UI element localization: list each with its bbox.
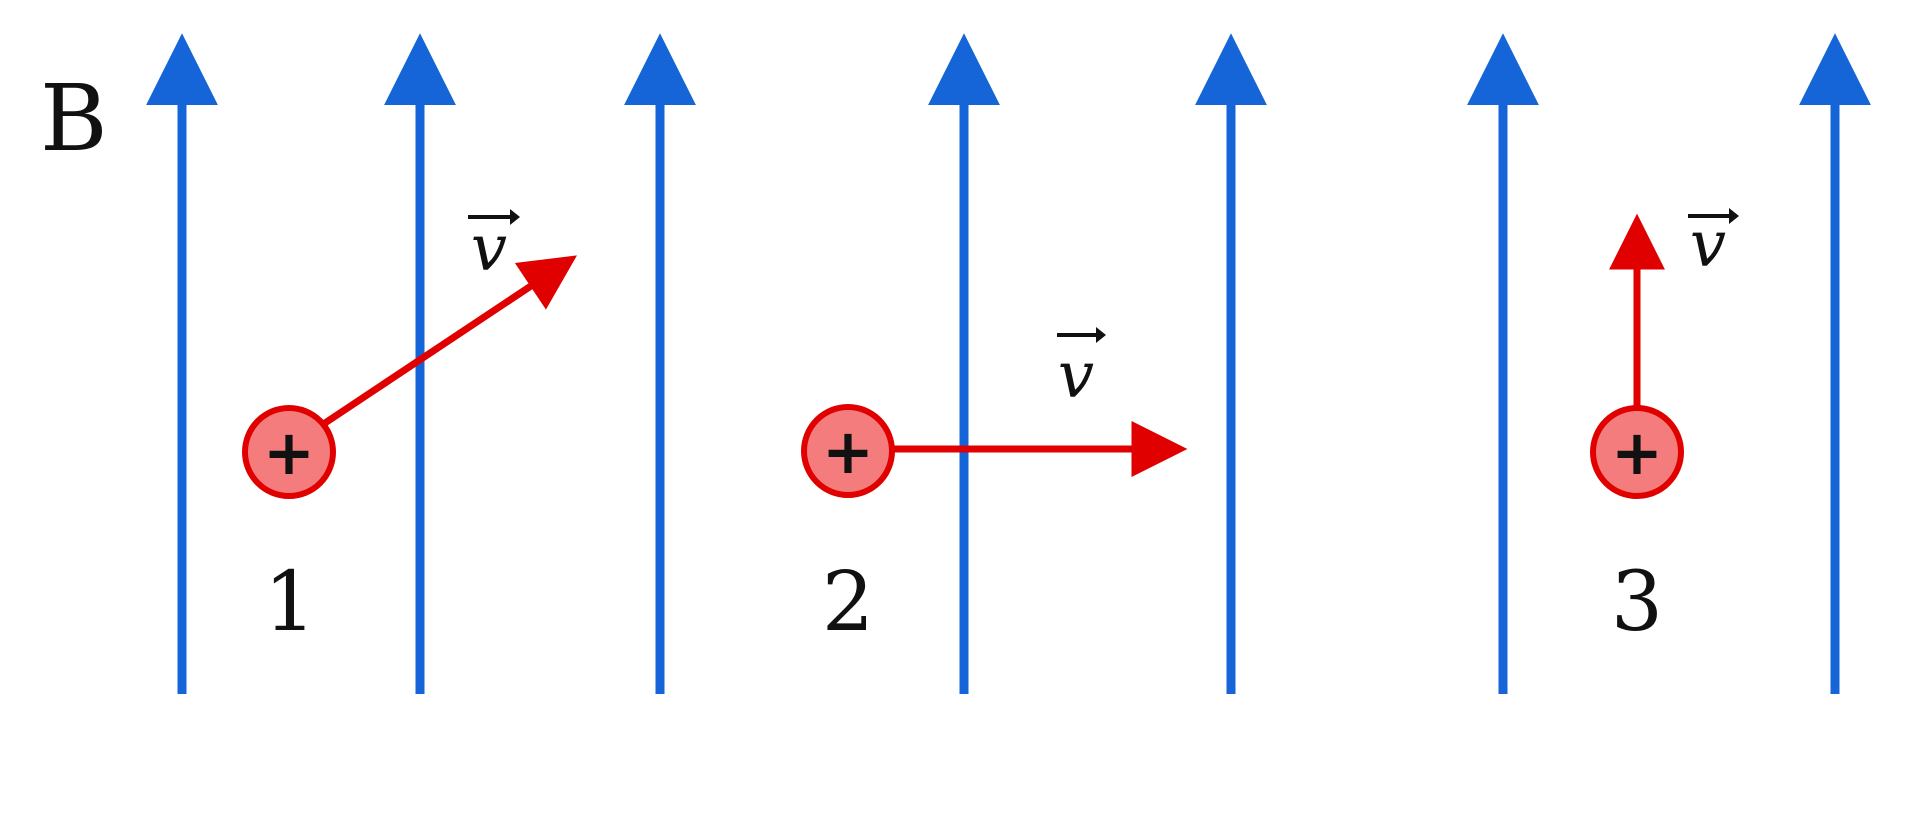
charge-symbol-1: +	[263, 416, 315, 489]
particle-group-3: + v 3	[1590, 208, 1739, 650]
particle-3	[1590, 405, 1684, 499]
charge-symbol-2: +	[822, 415, 874, 488]
vector-arrow-icon-1	[468, 209, 520, 225]
velocity-label-3: v	[1690, 208, 1726, 282]
particle-number-3: 3	[1611, 555, 1663, 650]
velocity-arrow-1	[320, 255, 577, 428]
field-lines	[146, 33, 1871, 694]
velocity-label-1: v	[471, 212, 507, 286]
charge-symbol-3: +	[1611, 416, 1663, 489]
particle-group-1: + v 1	[242, 209, 577, 650]
particle-group-2: + v 2	[801, 327, 1188, 650]
particle-number-2: 2	[822, 555, 874, 650]
vector-arrow-icon-2	[1057, 327, 1106, 343]
particle-2	[801, 404, 895, 498]
particle-number-1: 1	[264, 555, 316, 650]
field-label: B	[40, 65, 108, 172]
velocity-label-2: v	[1058, 339, 1094, 413]
particle-1	[242, 405, 336, 499]
vector-arrow-icon-3	[1688, 208, 1739, 224]
